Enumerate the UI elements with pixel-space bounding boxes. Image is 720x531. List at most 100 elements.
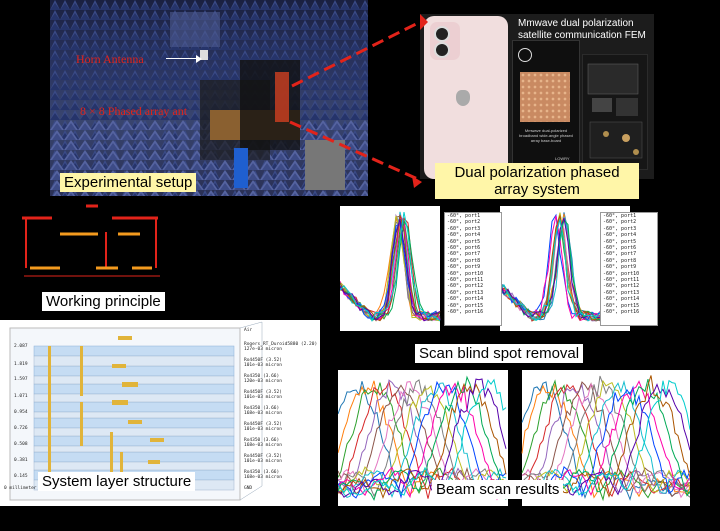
legend-entry: -60°, port12 <box>447 283 484 290</box>
anechoic-chamber-drawing <box>50 0 368 196</box>
apple-logo-icon <box>456 90 470 106</box>
university-seal-icon <box>518 48 532 62</box>
stack-layer-thk: 127e-03 micron <box>244 347 282 352</box>
legend-entry: -60°, port5 <box>603 238 637 245</box>
caption-scan-blind-spot: Scan blind spot removal <box>415 344 584 363</box>
camera-lens-icon <box>434 26 450 42</box>
stack-z-label: 1.071 <box>14 394 28 399</box>
beam-scan-curve <box>338 382 507 501</box>
legend-entry: -60°, port13 <box>603 289 640 296</box>
caption-dual-polarization: Dual polarization phased array system <box>435 163 639 199</box>
fem-components <box>587 63 643 159</box>
legend-entry: -60°, port14 <box>603 296 640 303</box>
legend-entry: -60°, port7 <box>603 251 637 258</box>
legend-entry: -60°, port15 <box>603 302 640 309</box>
stack-layer-name: Ro4350 (3.66) <box>244 406 280 411</box>
legend-entry: -60°, port16 <box>447 309 484 316</box>
legend-entry: -60°, port3 <box>603 225 637 232</box>
beam-scan-curve <box>521 379 690 498</box>
beam-scan-curve <box>521 381 690 501</box>
legend-entry: -60°, port7 <box>447 251 481 258</box>
legend-entry: -60°, port2 <box>603 219 637 226</box>
legend-entry: -60°, port9 <box>447 264 481 271</box>
caption-working-principle: Working principle <box>42 292 165 311</box>
experimental-setup-photo: Horn Antenna 8 × 8 Phased array ant <box>50 0 368 196</box>
legend-entry: -60°, port10 <box>447 270 484 277</box>
beam-scan-curve <box>338 381 507 496</box>
legend-entry: -60°, port5 <box>447 238 481 245</box>
beam-scan-curve <box>521 379 690 498</box>
legend-entry: -60°, port15 <box>447 302 484 309</box>
lowry-text: LOWRY <box>555 156 570 161</box>
legend-entry: -60°, port8 <box>603 257 637 264</box>
fem-title-line1: Mmwave dual polarization <box>518 18 634 29</box>
phased-array-label: 8 × 8 Phased array ant <box>80 104 188 118</box>
dashed-connector-top <box>291 20 421 88</box>
legend-entry: -60°, port12 <box>603 283 640 290</box>
caption-system-layer: System layer structure <box>38 472 196 491</box>
stack-z-label: 0.954 <box>14 410 28 415</box>
legend-entry: -60°, port1 <box>447 213 481 219</box>
layer-stack-drawing <box>9 321 263 501</box>
legend-entry: -60°, port2 <box>447 219 481 226</box>
legend-entry: -60°, port16 <box>603 309 640 316</box>
fem-board-photo: Mmwave dual-polarized broadband wide-ang… <box>420 14 654 179</box>
beam-scan-curve <box>338 385 507 496</box>
legend-entry: -60°, port4 <box>603 232 637 239</box>
legend-entry: -60°, port8 <box>447 257 481 264</box>
stack-z-label: 1.819 <box>14 362 28 367</box>
baseboard-text: Mmwave dual-polarized broadband wide-ang… <box>519 128 573 143</box>
red-arrow-icon <box>420 14 428 30</box>
blind-spot-curve <box>499 219 601 321</box>
blind-spot-curve <box>499 217 601 319</box>
legend-left: -60°, port1-60°, port2-60°, port3-60°, p… <box>444 212 502 326</box>
stack-layer-thk: 168e-03 micron <box>244 475 282 480</box>
legend-entry: -60°, port11 <box>603 277 640 284</box>
stack-layer-name: Ro4350 (3.66) <box>244 438 280 443</box>
camera-lens-icon <box>434 42 450 58</box>
stack-z-label: 0.381 <box>14 458 28 463</box>
blind-spot-curve <box>340 218 441 322</box>
legend-entry: -60°, port13 <box>447 289 484 296</box>
legend-entry: -60°, port4 <box>447 232 481 239</box>
stack-layer-thk: 101e-03 micron <box>244 459 282 464</box>
stack-layer-thk: 101e-03 micron <box>244 395 282 400</box>
horn-antenna-label: Horn Antenna <box>76 52 144 66</box>
stack-layer-name: Ro4350 (3.66) <box>244 470 280 475</box>
stack-layer-thk: 101e-03 micron <box>244 427 282 432</box>
stack-layer-thk: 168e-03 micron <box>244 411 282 416</box>
stack-z-label: 0.726 <box>14 426 28 431</box>
stack-bottom-label: 0 millimeter <box>4 486 37 491</box>
stack-layer-thk: 120e-03 micron <box>244 379 282 384</box>
stack-layer-name: Ro4450F (3.52) <box>244 422 282 427</box>
legend-entry: -60°, port14 <box>447 296 484 303</box>
stack-z-label: 2.087 <box>14 344 28 349</box>
legend-entry: -60°, port1 <box>603 213 637 219</box>
caption-beam-scan: Beam scan results <box>432 480 564 499</box>
red-arrow-icon <box>412 176 422 188</box>
legend-entry: -60°, port6 <box>603 245 637 252</box>
principle-drawing <box>22 204 160 277</box>
stack-layer-thk: 168e-03 micron <box>244 443 282 448</box>
stack-z-label: 1.597 <box>14 377 28 382</box>
caption-experimental-setup: Experimental setup <box>60 173 197 192</box>
stack-layer-name: Ro4450F (3.52) <box>244 454 282 459</box>
horn-arrowhead-icon <box>196 55 202 63</box>
blind-spot-curve <box>340 212 441 323</box>
dashed-connector-bottom <box>289 120 421 182</box>
legend-entry: -60°, port11 <box>447 277 484 284</box>
beam-scan-curve <box>338 382 507 499</box>
stack-z-label: 0.508 <box>14 442 28 447</box>
working-principle-diagram <box>0 196 190 296</box>
stack-z-label: 0.145 <box>14 474 28 479</box>
antenna-array-grid <box>520 72 570 122</box>
stack-layer-name: Ro4450F (3.52) <box>244 358 282 363</box>
legend-entry: -60°, port6 <box>447 245 481 252</box>
beam-scan-curve <box>338 375 507 501</box>
fem-title-line2: satellite communication FEM <box>518 30 646 41</box>
stack-top-label: Air <box>244 328 253 333</box>
scan-blind-spot-plots: -60°, port1-60°, port2-60°, port3-60°, p… <box>340 206 690 336</box>
stack-layer-thk: 101e-03 micron <box>244 363 282 368</box>
